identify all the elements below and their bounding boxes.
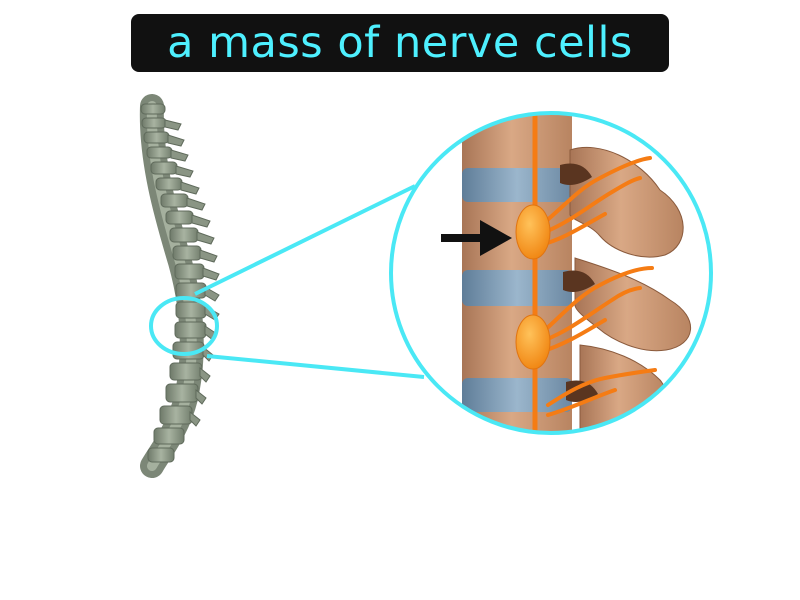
- caption-banner: a mass of nerve cells: [131, 14, 669, 72]
- ganglion-lower: [515, 314, 551, 370]
- spine-column: [139, 94, 220, 478]
- zoom-connector-lines: [194, 184, 425, 379]
- zoom-detail-view: [389, 111, 713, 435]
- arrow-right-icon: [441, 220, 512, 256]
- ganglion-upper: [515, 204, 551, 260]
- highlight-ellipse: [149, 296, 219, 356]
- caption-text: a mass of nerve cells: [167, 17, 633, 68]
